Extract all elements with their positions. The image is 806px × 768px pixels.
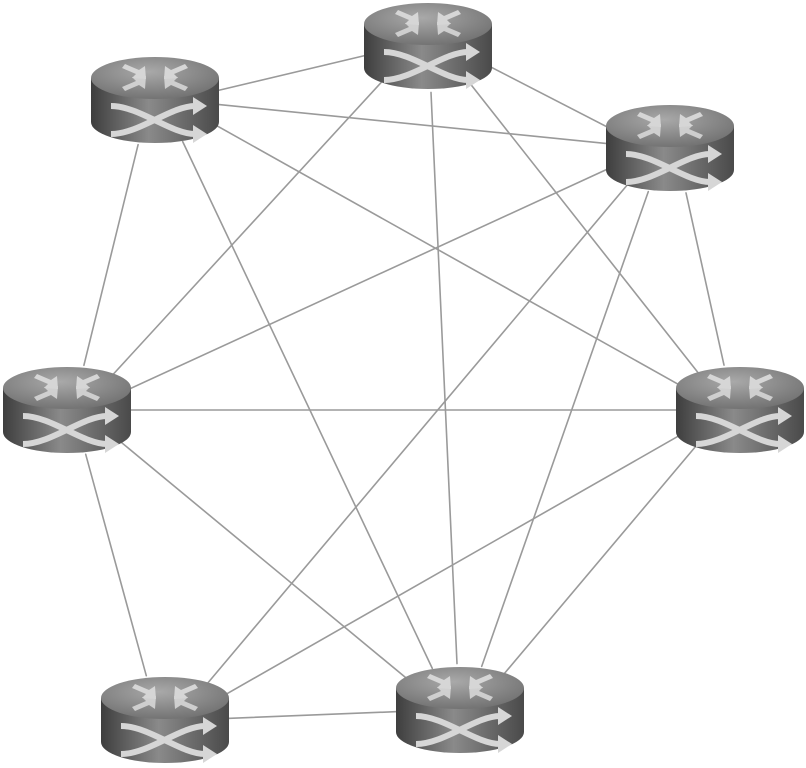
link-top-center-to-right-upper [484, 63, 614, 131]
link-top-center-to-left [109, 78, 386, 378]
link-right-upper-to-right [685, 192, 725, 366]
link-top-left-to-right-upper [215, 103, 610, 145]
router-icon [676, 367, 804, 453]
link-right-to-bottom-left [218, 431, 687, 699]
router-right-upper [606, 105, 734, 191]
routers-layer [3, 3, 804, 763]
link-right-to-bottom-center [501, 443, 699, 677]
link-left-to-bottom-left [84, 453, 148, 677]
router-top-center [364, 3, 492, 89]
router-icon [364, 3, 492, 89]
router-icon [396, 667, 524, 753]
router-icon [606, 105, 734, 191]
link-right-upper-to-bottom-center [480, 190, 650, 668]
router-top-left [91, 57, 219, 143]
router-icon [101, 677, 229, 763]
link-top-left-to-left [83, 143, 139, 367]
router-right [676, 367, 804, 453]
link-left-to-bottom-center [115, 437, 412, 683]
link-right-upper-to-left [123, 165, 614, 393]
link-top-center-to-bottom-center [430, 91, 458, 665]
router-left [3, 367, 131, 453]
link-top-left-to-right [209, 121, 687, 390]
link-right-upper-to-bottom-left [205, 182, 630, 686]
links-layer [83, 54, 725, 720]
router-icon [91, 57, 219, 143]
router-bottom-center [396, 667, 524, 753]
link-top-center-to-right [467, 80, 701, 376]
link-top-left-to-top-center [215, 54, 369, 92]
link-top-left-to-bottom-center [181, 140, 434, 670]
router-icon [3, 367, 131, 453]
router-bottom-left [101, 677, 229, 763]
link-bottom-left-to-bottom-center [226, 710, 399, 720]
